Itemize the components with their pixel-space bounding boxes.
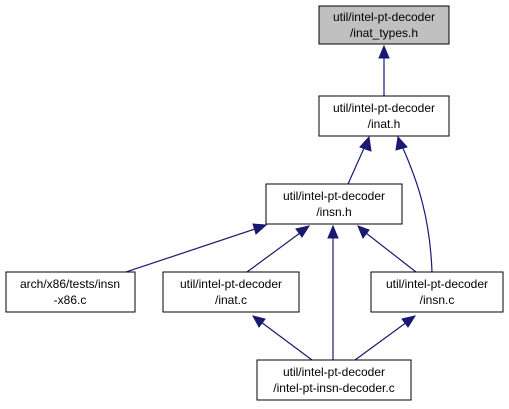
arrowhead [252,315,266,328]
edge-insn-c-to-inat-h [401,145,433,273]
arrowhead [295,225,311,238]
node-label-line2: /inat.c [215,293,247,307]
node-box [256,359,412,401]
node-label-line2: /insn.h [316,205,351,219]
arrowhead [359,135,372,152]
node-label-line1: util/intel-pt-decoder [283,365,385,379]
node-intel-pt-insn-decoder-c[interactable]: util/intel-pt-decoder /intel-pt-insn-dec… [256,359,412,401]
node-box [370,271,504,313]
node-label-line1: util/intel-pt-decoder [180,277,282,291]
node-label-line1: util/intel-pt-decoder [333,10,435,24]
node-box [318,95,450,137]
arrowhead [378,44,390,59]
arrowhead [401,315,417,328]
edges [125,44,433,361]
node-label-line2: /intel-pt-insn-decoder.c [273,381,394,395]
node-inat-types-h[interactable]: util/intel-pt-decoder /inat_types.h [318,5,450,45]
node-label-line1: arch/x86/tests/insn [20,277,120,291]
node-label-line1: util/intel-pt-decoder [283,189,385,203]
edge-insn-h-to-inat-h [347,145,366,185]
node-label-line2: /inat_types.h [350,26,418,40]
node-box [162,271,300,313]
arrowhead [357,225,370,239]
edge-decoder-to-insn-c [354,321,408,361]
node-inat-c[interactable]: util/intel-pt-decoder /inat.c [162,271,300,313]
node-insn-c[interactable]: util/intel-pt-decoder /insn.c [370,271,504,313]
node-inat-h[interactable]: util/intel-pt-decoder /inat.h [318,95,450,137]
node-label-line1: util/intel-pt-decoder [333,101,435,115]
node-insn-h[interactable]: util/intel-pt-decoder /insn.h [265,183,403,225]
node-insn-x86-c[interactable]: arch/x86/tests/insn -x86.c [5,271,136,313]
arrowhead [252,223,268,235]
arrowhead [395,135,408,151]
node-label-line2: -x86.c [54,293,87,307]
node-label-line1: util/intel-pt-decoder [386,277,488,291]
node-box [265,183,403,225]
node-label-line2: /insn.c [420,293,455,307]
edge-insn-c-to-insn-h [365,232,417,273]
edge-insn-x86-to-insn-h [125,228,256,273]
edge-inat-c-to-insn-h [246,232,301,273]
node-box [318,5,450,45]
node-box [5,271,136,313]
edge-decoder-to-inat-c [260,321,313,361]
arrowhead [327,224,339,239]
node-label-line2: /inat.h [368,117,401,131]
